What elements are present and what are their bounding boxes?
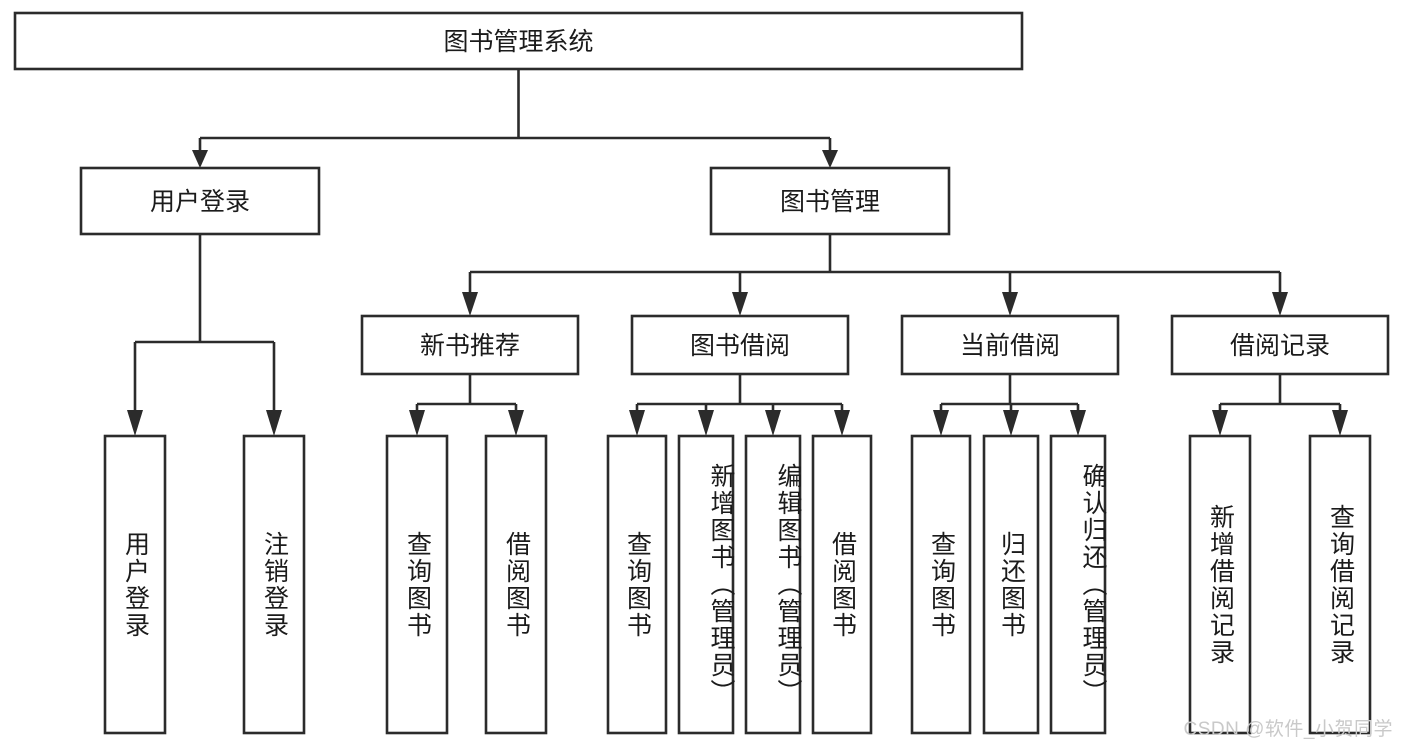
leaf-node-edit-book-admin[interactable] xyxy=(744,434,802,735)
node-book-borrow[interactable]: 图书借阅 xyxy=(630,314,850,376)
leaf-node-user-login[interactable] xyxy=(103,434,167,735)
node-borrow-record[interactable]: 借阅记录 xyxy=(1170,314,1390,376)
node-user-login-label: 用户登录 xyxy=(150,188,250,216)
node-book-management[interactable]: 图书管理 xyxy=(709,166,951,236)
node-borrow-record-label: 借阅记录 xyxy=(1230,332,1330,360)
leaf-node-query-book-current[interactable] xyxy=(910,434,972,735)
csdn-watermark: CSDN @软件_小贺同学 xyxy=(1183,719,1393,740)
leaf-node-query-book-recommend[interactable] xyxy=(385,434,449,735)
node-user-login[interactable]: 用户登录 xyxy=(79,166,321,236)
node-book-borrow-label: 图书借阅 xyxy=(690,332,790,360)
leaf-node-return-book[interactable] xyxy=(982,434,1040,735)
leaf-node-logout[interactable] xyxy=(242,434,306,735)
leaf-node-query-borrow-record[interactable] xyxy=(1308,434,1372,735)
leaf-node-borrow-book[interactable] xyxy=(811,434,873,735)
leaf-node-query-book-borrow[interactable] xyxy=(606,434,668,735)
connector-bookmgmt-to-level3 xyxy=(462,234,1288,316)
leaf-node-add-book-admin[interactable] xyxy=(677,434,735,735)
node-root[interactable]: 图书管理系统 xyxy=(13,11,1024,71)
node-current-borrow[interactable]: 当前借阅 xyxy=(900,314,1120,376)
leaf-node-borrow-book-recommend[interactable] xyxy=(484,434,548,735)
node-new-book-recommend[interactable]: 新书推荐 xyxy=(360,314,580,376)
node-root-label: 图书管理系统 xyxy=(443,28,593,56)
connector-root-to-level2 xyxy=(192,69,838,168)
node-new-book-recommend-label: 新书推荐 xyxy=(420,332,520,360)
connector-current-to-leaves xyxy=(933,374,1086,436)
node-book-management-label: 图书管理 xyxy=(780,188,880,216)
leaf-node-add-borrow-record[interactable] xyxy=(1188,434,1252,735)
node-current-borrow-label: 当前借阅 xyxy=(960,332,1060,360)
connector-userlogin-to-leaves xyxy=(127,234,282,436)
connector-newbook-to-leaves xyxy=(409,374,524,436)
connector-borrow-to-leaves xyxy=(629,374,850,436)
connector-record-to-leaves xyxy=(1212,374,1348,436)
leaf-node-confirm-return-admin[interactable] xyxy=(1049,434,1107,735)
